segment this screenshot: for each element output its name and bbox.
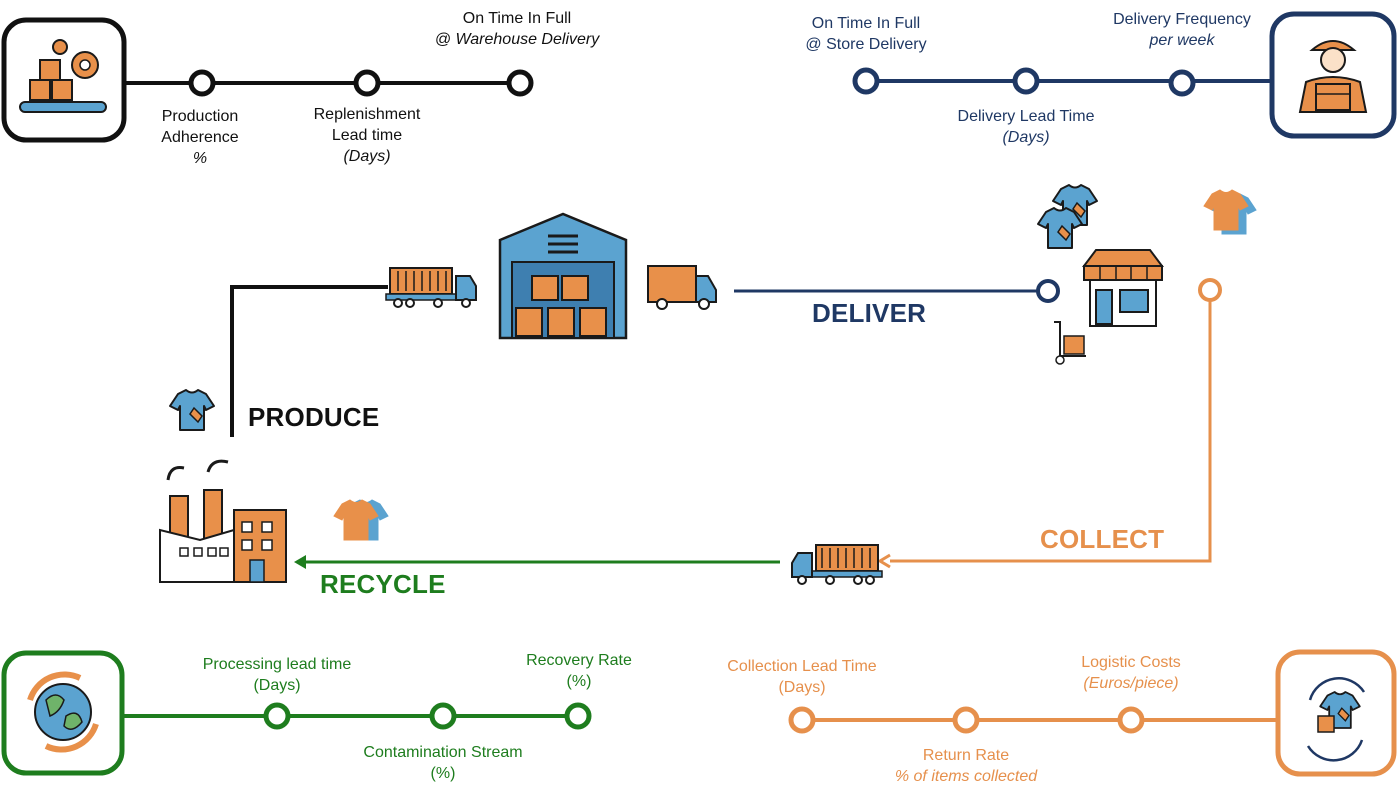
otif-store-label: On Time In Full @ Store Delivery: [805, 15, 927, 53]
produce-stage-title: PRODUCE: [248, 402, 380, 432]
delivery-frequency-label: Delivery Frequency per week: [1113, 11, 1251, 49]
collect-start-node: [1198, 278, 1222, 302]
factory-conveyor-icon: [19, 39, 107, 113]
container-truck-icon: [791, 544, 883, 585]
recycled-shirts-icon: [333, 499, 389, 541]
store-icon: [1082, 249, 1164, 327]
production-adherence-node: [188, 69, 216, 97]
delivery-lead-time-node: [1012, 67, 1040, 95]
otif-warehouse-node: [506, 69, 534, 97]
container-truck-icon: [385, 267, 477, 308]
contamination-node: [429, 702, 457, 730]
t-shirt-icon: [1037, 207, 1083, 249]
contamination-label: Contamination Stream (%): [363, 744, 523, 782]
return-rate-label: Return Rate % of items collected: [894, 747, 1038, 785]
produce-flow-line: [230, 285, 388, 437]
replenishment-label: Replenishment Lead time (Days): [313, 106, 421, 165]
collect-stage-title: COLLECT: [1040, 524, 1165, 554]
recovery-rate-label: Recovery Rate (%): [526, 652, 632, 690]
delivery-van-icon: [647, 265, 717, 310]
collection-lead-time-label: Collection Lead Time (Days): [727, 658, 877, 696]
logistic-costs-node: [1117, 706, 1145, 734]
logistic-costs-label: Logistic Costs (Euros/piece): [1081, 654, 1181, 692]
otif-store-node: [852, 67, 880, 95]
shirt-return-icon: [1306, 677, 1366, 762]
processing-lead-time-label: Processing lead time (Days): [202, 656, 352, 694]
replenishment-node: [353, 69, 381, 97]
delivery-frequency-node: [1168, 69, 1196, 97]
delivery-person-icon: [1298, 40, 1368, 113]
production-adherence-label: Production Adherence %: [161, 108, 239, 167]
t-shirt-icon: [169, 389, 215, 431]
hand-truck-icon: [1054, 321, 1086, 365]
otif-warehouse-label: On Time In Full @ Warehouse Delivery: [434, 10, 600, 48]
returned-shirts-icon: [1203, 189, 1257, 235]
warehouse-icon: [498, 212, 628, 340]
recycle-stage-title: RECYCLE: [320, 569, 446, 599]
return-rate-node: [952, 706, 980, 734]
factory-icon: [159, 459, 287, 583]
globe-recycle-icon: [27, 671, 99, 753]
collect-flow-line: [890, 300, 1212, 563]
store-node: [1036, 279, 1060, 303]
recovery-rate-node: [564, 702, 592, 730]
delivery-person-icon-frame: [1269, 11, 1397, 139]
delivery-lead-time-label: Delivery Lead Time (Days): [957, 108, 1095, 146]
deliver-stage-title: DELIVER: [812, 298, 927, 328]
collection-lead-time-node: [788, 706, 816, 734]
processing-lead-time-node: [263, 702, 291, 730]
